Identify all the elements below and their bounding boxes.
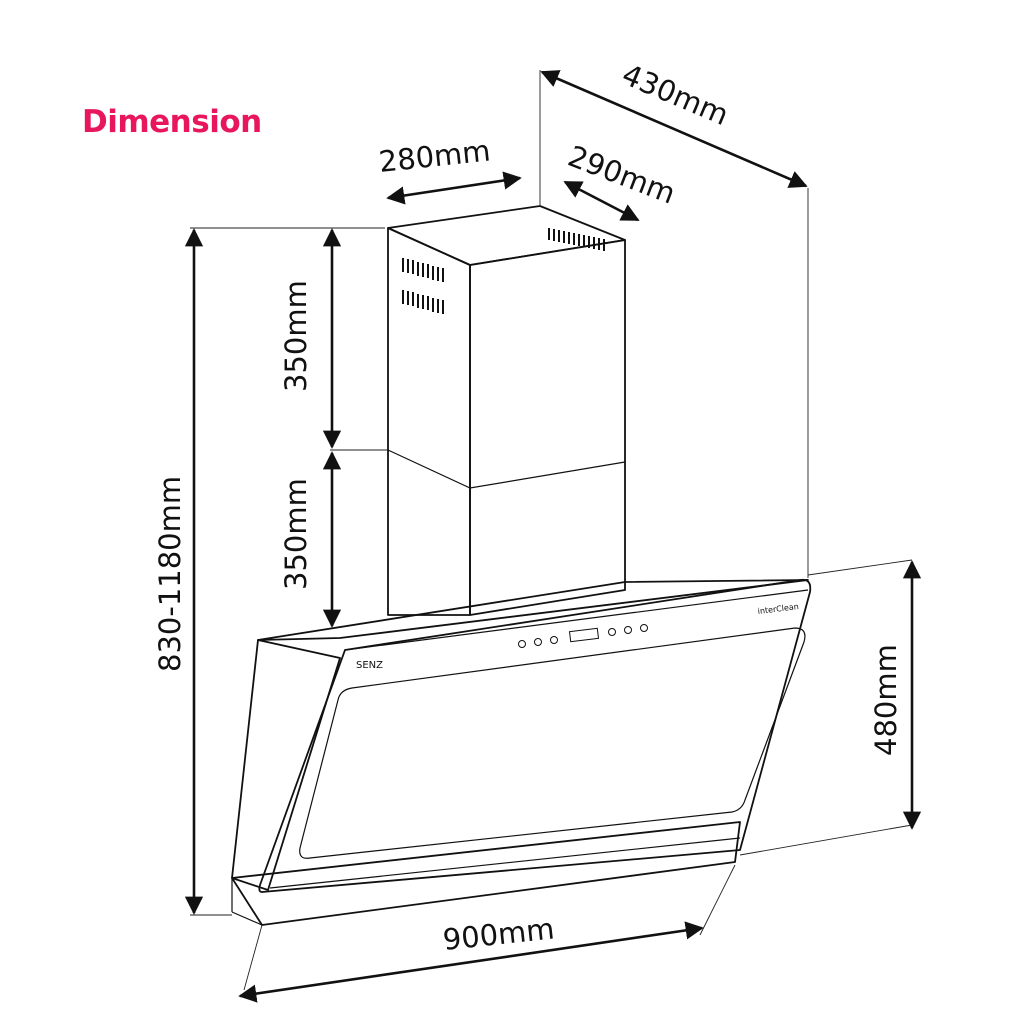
brand-logo: SENZ xyxy=(356,660,383,671)
dimension-labels: 280mm 290mm 430mm 350mm 350mm 830-1180mm… xyxy=(153,57,903,957)
vent-slots-upper xyxy=(402,258,444,282)
label-chimney-depth: 290mm xyxy=(563,139,680,211)
vent-slots-back xyxy=(548,228,605,251)
page-title: Dimension xyxy=(82,104,262,140)
vent-slots-lower xyxy=(402,290,444,314)
label-overall-depth: 430mm xyxy=(617,57,733,132)
dimension-lines xyxy=(184,70,922,1003)
label-hood-width: 900mm xyxy=(441,911,556,957)
label-lower-chimney: 350mm xyxy=(279,478,313,590)
dim-line-chimney-depth xyxy=(563,180,640,222)
hood-body: SENZ interClean xyxy=(231,578,812,926)
label-chimney-width: 280mm xyxy=(377,133,492,179)
dim-line-overall-depth xyxy=(540,70,808,188)
control-buttons xyxy=(518,624,648,648)
dim-line-chimney-width xyxy=(386,171,522,205)
label-overall-height: 830-1180mm xyxy=(153,476,187,672)
panel-label: interClean xyxy=(757,602,799,616)
label-hood-height: 480mm xyxy=(869,644,903,756)
chimney xyxy=(387,205,626,616)
dim-line-hood-width xyxy=(238,921,704,1003)
label-upper-chimney: 350mm xyxy=(279,280,313,392)
